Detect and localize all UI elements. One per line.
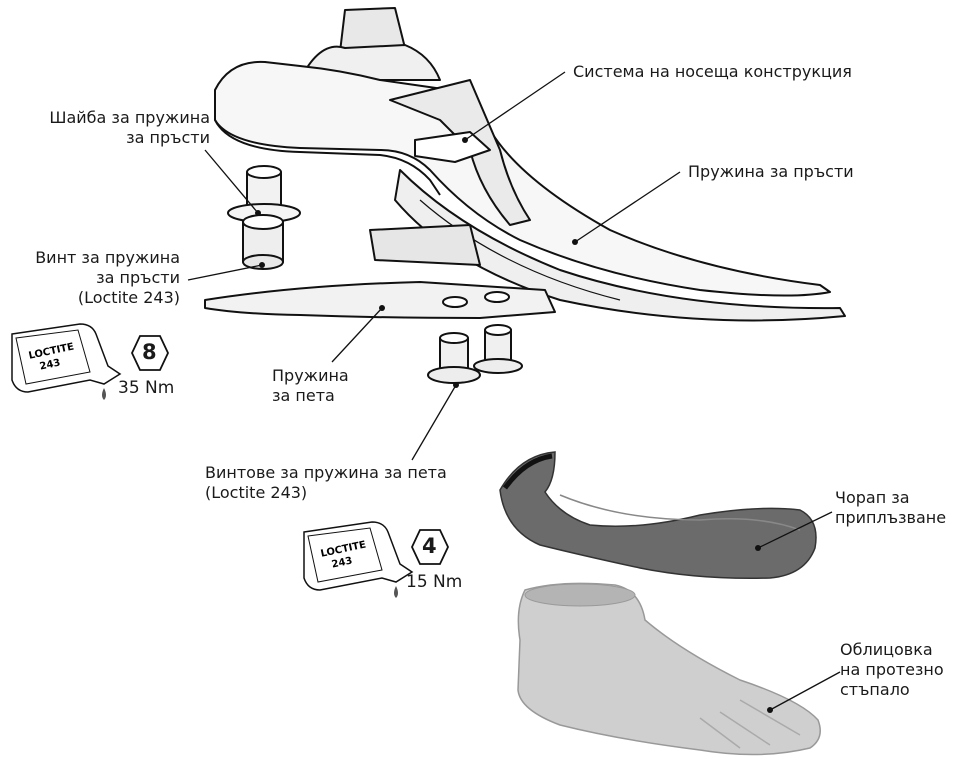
- torque-value-35: 35 Nm: [118, 378, 174, 398]
- heel-spring-label: Пружина за пета: [272, 366, 349, 406]
- hex-size-8: 8: [142, 340, 157, 364]
- hex-size-4: 4: [422, 534, 437, 558]
- toe-spring-screw-label: Винт за пружина за пръсти (Loctite 243): [10, 248, 180, 308]
- loctite-bottle-icon: LOCTITE 243: [304, 522, 412, 598]
- toe-spring-label: Пружина за пръсти: [688, 162, 854, 182]
- foot-shell-illustration: [518, 583, 820, 754]
- heel-spring-screws-label: Винтове за пружина за пета (Loctite 243): [205, 463, 447, 503]
- loctite-bottle-icon: LOCTITE 243: [12, 324, 120, 400]
- heel-spring-screws-part: [428, 325, 522, 383]
- toe-spring-washer-part: [228, 166, 300, 222]
- foot-shell-label: Облицовка на протезно стъпало: [840, 640, 944, 700]
- toe-spring-screw-part: [243, 215, 283, 269]
- spectra-sock-illustration: [500, 452, 816, 578]
- torque-value-15: 15 Nm: [406, 572, 462, 592]
- toe-spring-washer-label: Шайба за пружина за пръсти: [20, 108, 210, 148]
- support-structure-label: Система на носеща конструкция: [573, 62, 852, 82]
- sock-label: Чорап за приплъзване: [835, 488, 946, 528]
